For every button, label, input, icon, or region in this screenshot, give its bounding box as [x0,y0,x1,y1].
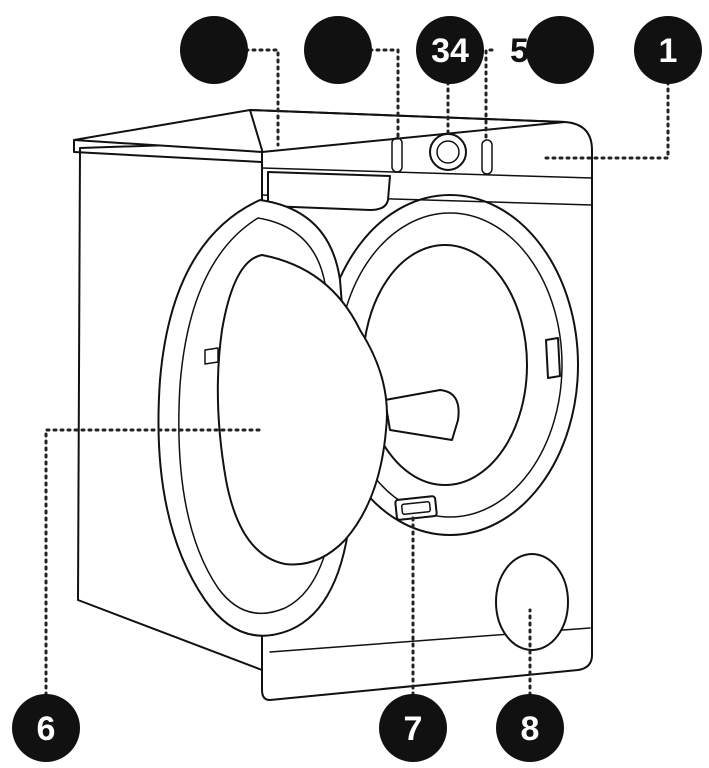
callout-6: 6 [12,694,80,762]
callout-badge-circle [304,16,372,84]
callout-1: 1 [634,16,702,84]
callout-badge-circle [180,16,248,84]
program-knob [429,133,467,171]
callout-badge-circle [379,694,447,762]
control-button-right [481,139,493,175]
leader-5 [484,48,494,142]
callout-label: 8 [521,710,540,748]
door-latch-slot [545,337,561,379]
callout-badge-circle [526,16,594,84]
control-panel [267,133,493,211]
leader-lines [44,48,670,697]
detergent-drawer [267,171,391,211]
door-glass [216,254,388,566]
door-hinge [204,347,219,365]
callout-7: 7 [379,694,447,762]
callout-label: 34 [431,32,469,70]
callout-blank-a [180,16,248,84]
callout-badges: 34 5 1 6 7 8 [12,16,702,762]
leader-blank-b [368,48,400,142]
control-panel-edge [261,167,593,179]
machine-body [73,109,593,701]
callout-label: 5 [510,32,529,70]
callout-badge-circle [496,694,564,762]
callout-badge-circle [12,694,80,762]
leader-1 [540,80,670,160]
leader-6 [44,428,264,697]
callout-label: 6 [37,710,56,748]
callout-5: 5 [510,32,529,70]
callout-label: 7 [404,710,423,748]
control-button-left [391,137,403,173]
machine-front-panel [249,109,593,701]
callout-34: 34 [416,16,484,84]
filter-cover [495,553,569,651]
callout-8: 8 [496,694,564,762]
door [157,199,388,637]
callout-badge-circle [416,16,484,84]
callout-blank-c [526,16,594,84]
drum-paddle [384,389,460,441]
callout-label: 1 [659,32,678,70]
callout-blank-b [304,16,372,84]
drum-inner [362,244,528,486]
callout-badge-circle [634,16,702,84]
